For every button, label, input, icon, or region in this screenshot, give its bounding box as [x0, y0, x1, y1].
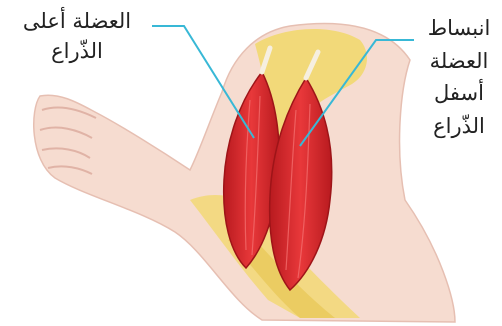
upper-label-line-2: الذّراع [2, 36, 152, 66]
lower-arm-relaxation-label: انبساط العضلة أسفل الذّراع [418, 12, 500, 142]
lower-label-line-3: أسفل [418, 77, 500, 110]
upper-arm-muscle-label: العضلة أعلى الذّراع [2, 6, 152, 67]
upper-label-line-1: العضلة أعلى [2, 6, 152, 36]
lower-label-line-1: انبساط [418, 12, 500, 45]
lower-label-line-2: العضلة [418, 45, 500, 78]
lower-label-line-4: الذّراع [418, 110, 500, 143]
